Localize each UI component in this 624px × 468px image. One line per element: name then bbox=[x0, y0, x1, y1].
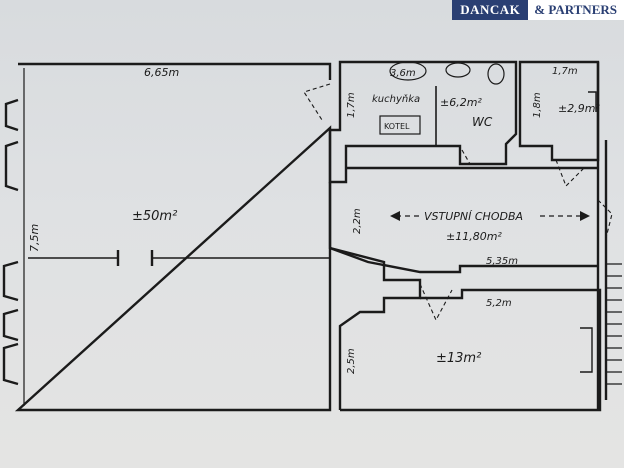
brand-watermark: DANCAK & PARTNERS bbox=[452, 0, 624, 20]
kitchen-wc-walls bbox=[328, 60, 518, 184]
door-swing-living bbox=[303, 83, 331, 121]
bedroom-window bbox=[580, 327, 593, 373]
kitchen-width-label: 3,6m bbox=[390, 68, 416, 79]
hall-length-label: 5,35m bbox=[486, 256, 518, 267]
storage-window bbox=[588, 91, 597, 112]
door-swing-entry bbox=[597, 199, 613, 239]
living-room-walls bbox=[14, 62, 332, 412]
door-swing-wc bbox=[461, 149, 500, 165]
sink-fixture bbox=[389, 61, 427, 81]
hall-name-label: VSTUPNÍ CHODBA bbox=[424, 210, 523, 223]
living-width-label: 6,65m bbox=[144, 66, 179, 79]
hall-step bbox=[329, 246, 422, 410]
door-swing-bedroom bbox=[419, 283, 453, 322]
brand-name: DANCAK bbox=[452, 0, 529, 20]
storage-depth-label: 1,8m bbox=[532, 92, 543, 118]
brand-suffix: & PARTNERS bbox=[528, 0, 624, 20]
kitchen-area-label: ±6,2m² bbox=[440, 96, 482, 109]
hall-arrowhead-left bbox=[390, 211, 400, 221]
bedroom-walls bbox=[340, 288, 602, 412]
stair-lines bbox=[606, 263, 622, 385]
window-bay-2 bbox=[4, 140, 19, 192]
kitchen-name-label: kuchyňka bbox=[372, 93, 420, 105]
door-swing-storage bbox=[555, 159, 585, 187]
kitchen-depth-label: 1,7m bbox=[346, 92, 357, 118]
bedroom-area-label: ±13m² bbox=[436, 351, 481, 366]
washbasin-fixture bbox=[445, 62, 471, 78]
bedroom-depth-label: 2,5m bbox=[346, 348, 357, 374]
hall-arrowhead-right bbox=[580, 211, 590, 221]
window-bay-4 bbox=[2, 308, 19, 342]
window-bay-3 bbox=[2, 260, 19, 302]
hall-width-label: 2,2m bbox=[352, 208, 363, 234]
living-depth-label: 7,5m bbox=[28, 224, 41, 252]
storage-area-label: ±2,9m² bbox=[558, 102, 600, 115]
storage-width-label: 1,7m bbox=[552, 66, 578, 77]
boiler-box bbox=[379, 115, 421, 135]
hall-area-label: ±11,80m² bbox=[446, 230, 502, 243]
right-outer-wall bbox=[596, 62, 608, 410]
window-bay-1 bbox=[4, 98, 19, 132]
boiler-label: KOTEL bbox=[384, 122, 410, 131]
window-bay-5 bbox=[2, 342, 19, 386]
wc-label: WC bbox=[472, 115, 493, 129]
living-area-label: ±50m² bbox=[132, 209, 177, 224]
divider-post-1 bbox=[116, 250, 154, 266]
bedroom-width-label: 5,2m bbox=[486, 298, 512, 309]
toilet-fixture bbox=[487, 63, 505, 85]
